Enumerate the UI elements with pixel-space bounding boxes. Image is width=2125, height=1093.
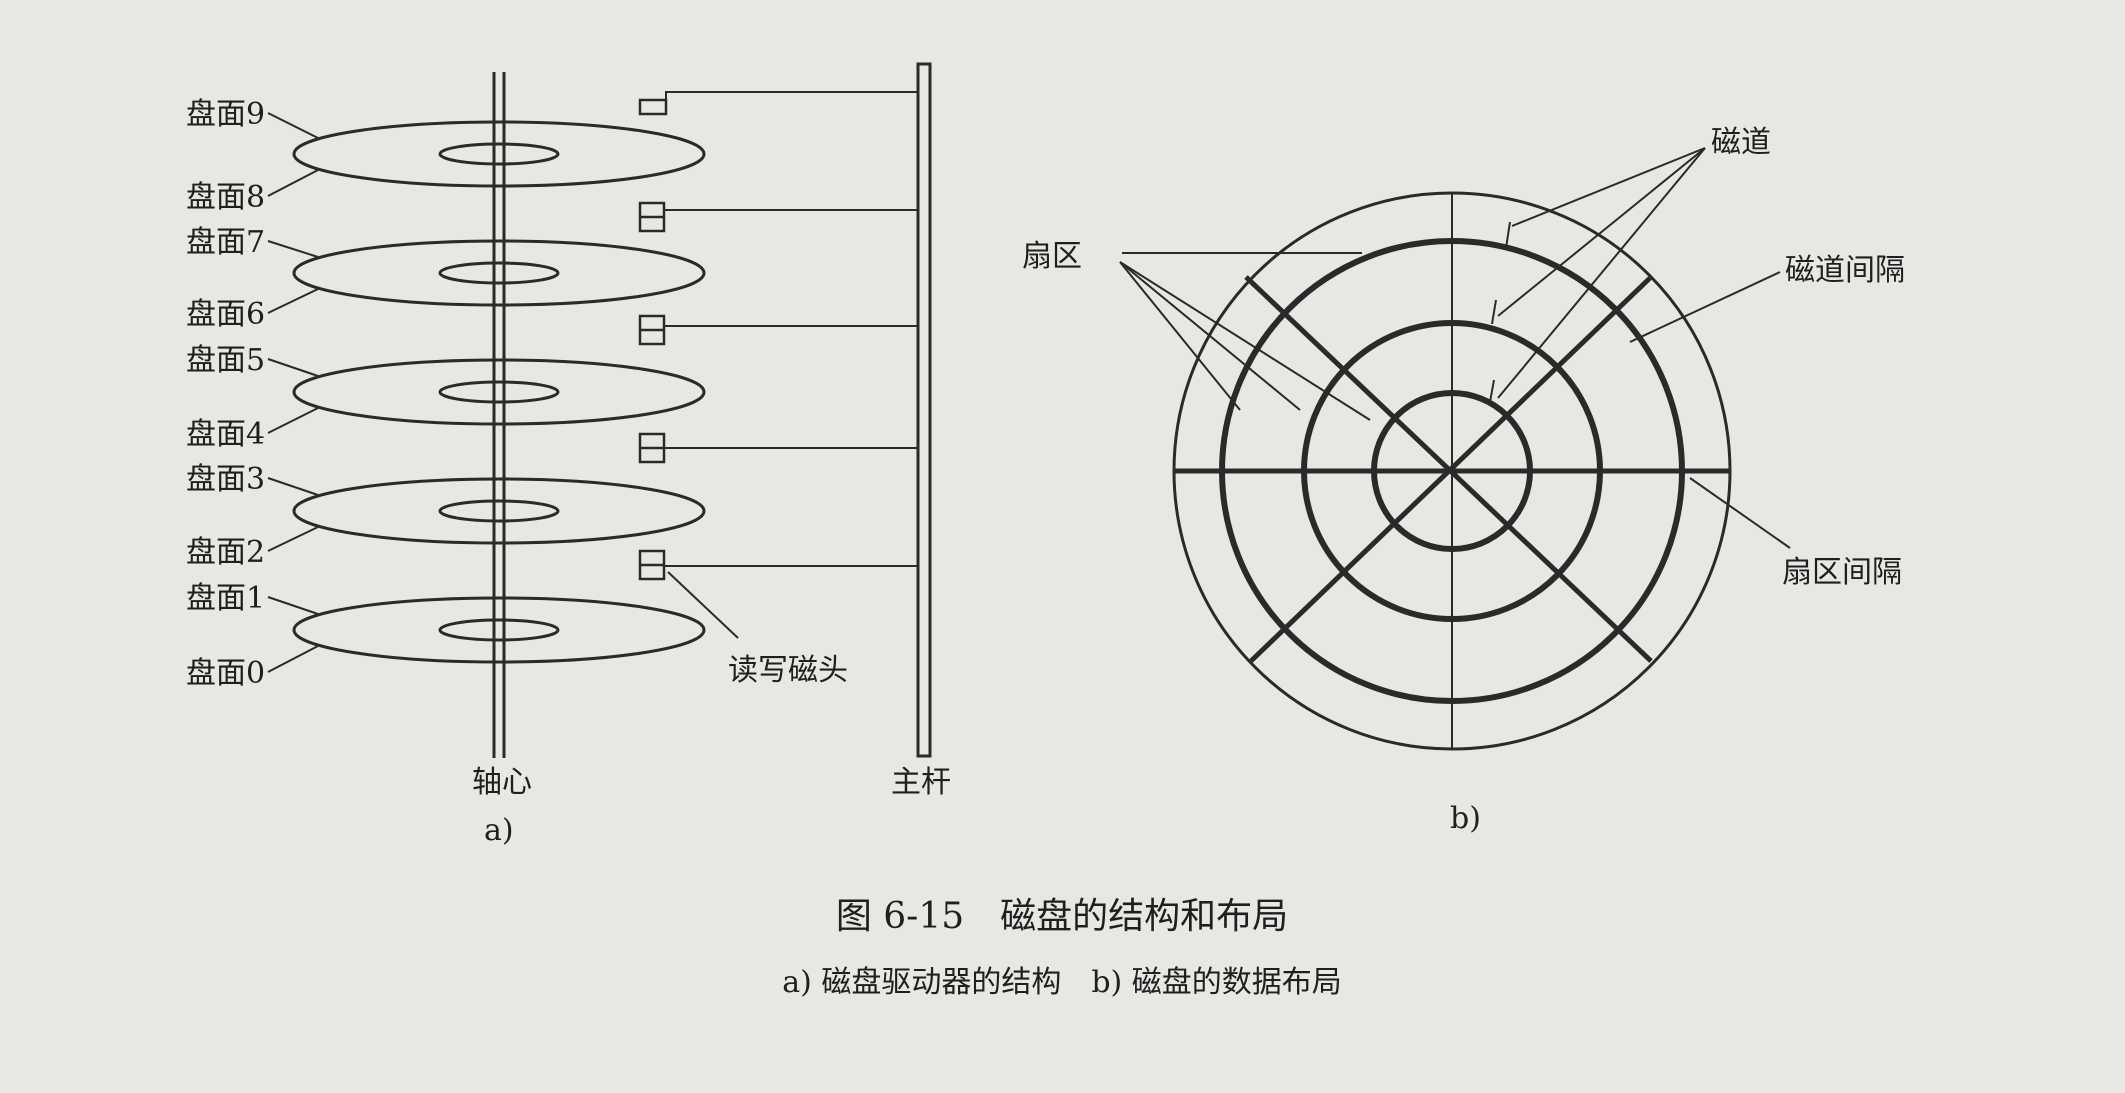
drive-structure: 盘面9 盘面8 盘面7 盘面6 盘面5 盘面4 盘面3 盘面2 盘面1 盘面0 … [186, 62, 951, 848]
data-layout: 磁道 扇区 磁道间隔 扇区间隔 b) [1022, 125, 1905, 836]
figure-b-sublabel: b) [1450, 801, 1481, 836]
track-gap-label: 磁道间隔 [1785, 253, 1905, 288]
surface-label: 盘面6 [186, 297, 265, 332]
sector-leaders [1119, 252, 1371, 421]
surface-label: 盘面4 [186, 417, 265, 452]
platter [292, 358, 706, 426]
track-gap-leader [1629, 271, 1781, 343]
head-top [638, 91, 918, 116]
surface-label: 盘面2 [186, 535, 265, 570]
track-gap-arrows [1489, 221, 1511, 403]
platter [292, 120, 706, 188]
platter [292, 477, 706, 545]
spindle-label: 轴心 [472, 765, 532, 800]
surface-label: 盘面8 [186, 180, 265, 215]
head-label: 读写磁头 [728, 653, 848, 688]
head-assembly [638, 201, 918, 233]
surface-label: 盘面5 [186, 343, 265, 378]
head-leader [667, 571, 739, 639]
track-leaders [1497, 147, 1706, 399]
surface-label: 盘面0 [186, 656, 265, 691]
platter [292, 596, 706, 664]
sector-gap-line [1249, 276, 1652, 663]
platter [292, 239, 706, 307]
track-label: 磁道 [1711, 125, 1771, 160]
arm-label: 主杆 [891, 765, 951, 800]
head-assembly [638, 432, 918, 464]
surface-label: 盘面7 [186, 225, 265, 260]
caption-subtitle: a) 磁盘驱动器的结构 b) 磁盘的数据布局 [782, 965, 1342, 1000]
surface-label: 盘面3 [186, 462, 265, 497]
main-arm [916, 62, 932, 758]
sector-label: 扇区 [1022, 239, 1082, 274]
sector-gap-label: 扇区间隔 [1782, 555, 1902, 590]
surface-label: 盘面9 [186, 97, 265, 132]
caption-title: 图 6-15 磁盘的结构和布局 [836, 896, 1288, 937]
surface-label: 盘面1 [186, 581, 265, 616]
head-assembly [638, 314, 918, 346]
head-assembly [638, 549, 918, 581]
surface-leaders [267, 112, 319, 673]
sector-gap-leader [1689, 477, 1791, 549]
figure-a-sublabel: a) [484, 813, 514, 848]
